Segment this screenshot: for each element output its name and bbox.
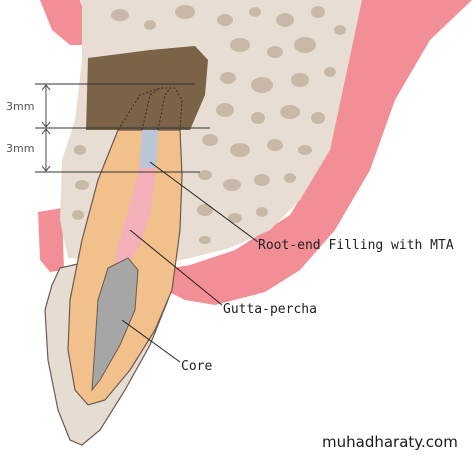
watermark: muhadharaty.com — [322, 433, 458, 451]
bone-pores — [72, 5, 346, 244]
dimension-lower-label: 3mm — [6, 142, 34, 155]
dimension-lines — [35, 83, 210, 173]
label-core: Core — [181, 359, 212, 374]
dimension-upper-label: 3mm — [6, 100, 34, 113]
resected-cavity — [86, 46, 208, 130]
original-apex-outline — [117, 87, 183, 131]
gum-tissue-left — [38, 208, 64, 272]
label-mta: Root-end Filling with MTA — [258, 238, 454, 253]
label-gutta-percha: Gutta-percha — [223, 302, 317, 317]
leader-lines — [121, 161, 259, 363]
gum-tissue-right — [160, 0, 472, 305]
gum-tissue-top — [28, 0, 90, 45]
mta-filling — [140, 130, 158, 168]
core-post — [91, 257, 139, 392]
original-canal-outline — [141, 87, 171, 131]
